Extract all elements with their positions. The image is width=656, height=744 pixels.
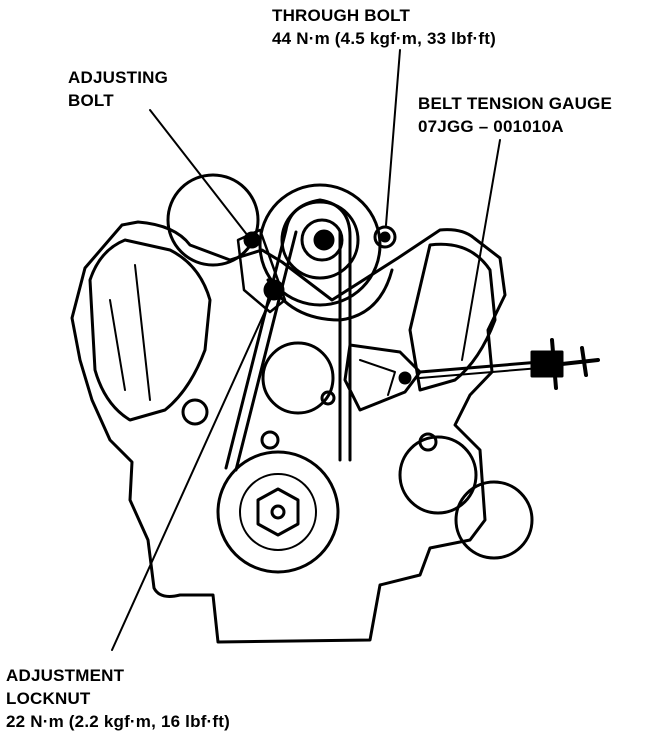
belt-tension-gauge-part-number: 07JGG – 001010A	[418, 117, 564, 136]
adjustment-locknut-line2: LOCKNUT	[6, 689, 91, 708]
through-bolt-title: THROUGH BOLT	[272, 6, 411, 25]
tension-gauge-rod	[418, 360, 542, 374]
crankshaft-bolt-hex	[256, 487, 300, 537]
adjustment-locknut-torque: 22 N·m (2.2 kgf·m, 16 lbf·ft)	[6, 712, 230, 731]
tension-gauge-pivot	[398, 371, 412, 385]
left-timing-cover	[88, 238, 212, 422]
through-bolt	[373, 225, 397, 249]
bolt-boss-3	[320, 390, 336, 406]
belt-tension-gauge-title: BELT TENSION GAUGE	[418, 94, 613, 113]
bolt-boss-1	[260, 430, 280, 450]
through-bolt-torque: 44 N·m (4.5 kgf·m, 33 lbf·ft)	[272, 29, 496, 48]
adjustment-locknut-label: ADJUSTMENT LOCKNUT 22 N·m (2.2 kgf·m, 16…	[6, 664, 230, 733]
leader-adjusting-bolt	[149, 109, 249, 237]
right-timing-cover	[408, 242, 497, 392]
upper-left-idler	[166, 173, 260, 267]
right-pulley-upper	[398, 435, 478, 515]
adjusting-bolt-line2: BOLT	[68, 91, 114, 110]
tension-gauge-rod-2	[419, 367, 541, 379]
drive-belt	[224, 198, 352, 472]
middle-left-boss	[181, 398, 209, 426]
middle-left-pulley	[261, 341, 335, 415]
crankshaft-bolt-center	[270, 504, 286, 520]
tension-gauge-body	[343, 343, 422, 412]
leader-adjustment-locknut	[111, 295, 273, 651]
tension-gauge-t-handle	[550, 338, 600, 390]
through-bolt-label: THROUGH BOLT 44 N·m (4.5 kgf·m, 33 lbf·f…	[272, 4, 496, 50]
left-cover-rib-2	[134, 264, 151, 401]
alternator-pulley-inner	[300, 218, 344, 262]
adjustment-locknut-line1: ADJUSTMENT	[6, 666, 125, 685]
crankshaft-pulley-inner	[239, 473, 317, 551]
alternator-hub	[313, 229, 335, 251]
adjusting-bolt-label: ADJUSTING BOLT	[68, 66, 168, 112]
leader-through-bolt	[385, 49, 401, 226]
right-pulley-lower	[454, 480, 534, 560]
tension-gauge-arm	[359, 359, 396, 396]
adjusting-bolt-line1: ADJUSTING	[68, 68, 169, 87]
left-cover-rib	[109, 299, 126, 391]
belt-tension-gauge-label: BELT TENSION GAUGE 07JGG – 001010A	[418, 92, 612, 138]
through-bolt-center	[379, 231, 391, 243]
leader-tension-gauge	[461, 139, 501, 361]
tension-gauge-grip	[530, 350, 564, 378]
crankshaft-pulley	[216, 450, 340, 574]
